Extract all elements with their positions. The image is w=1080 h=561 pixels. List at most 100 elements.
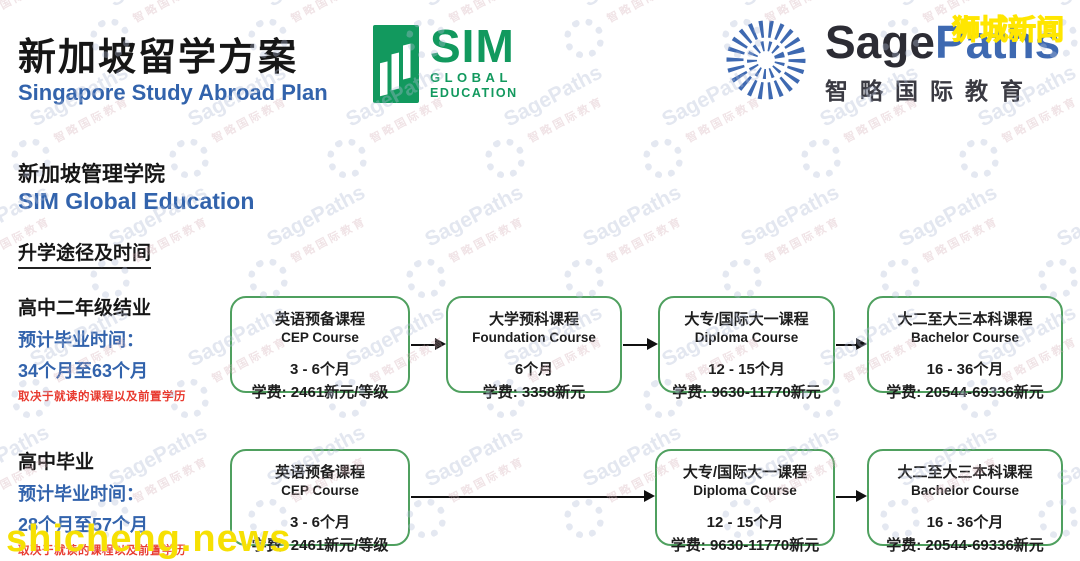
site-url-watermark: shicheng.news (6, 518, 292, 560)
page-subtitle: Singapore Study Abroad Plan (18, 80, 328, 105)
course-title-zh: 大学预科课程 (488, 311, 579, 328)
watermark-subtitle-text: 智略国际教育 (605, 0, 686, 26)
course-duration: 12 - 15个月 (706, 514, 784, 531)
sim-education-label: EDUCATION (430, 86, 518, 101)
watermark-brand-text: SagePaths (737, 180, 843, 252)
course-title-en: CEP Course (281, 483, 359, 498)
school-name-zh: 新加坡管理学院 (18, 163, 165, 186)
course-title-en: Bachelor Course (910, 330, 1020, 345)
pathway-row1-label: 高中二年级结业 预计毕业时间： 34个月至63个月 取决于就读的课程以及前置学历 (18, 293, 230, 404)
sagepaths-burst-watermark-icon (162, 131, 217, 186)
graduation-note: 取决于就读的课程以及前置学历 (18, 391, 186, 403)
watermark-subtitle-text: 智略国际教育 (289, 215, 370, 266)
course-title-zh: 英语预备课程 (274, 464, 365, 481)
sagepaths-word-sage: Sage (825, 16, 935, 68)
sagepaths-burst-watermark-icon (952, 131, 1007, 186)
sagepaths-burst-watermark-icon (794, 131, 849, 186)
course-box-foundation-row1: 大学预科课程 Foundation Course 6个月 学费: 3358新元 (446, 296, 622, 401)
graduation-note: 取决于就读的课程以及前置学历 (18, 545, 186, 557)
sagepaths-logo: SagePaths 智略国际教育 (722, 16, 1060, 109)
page-title: 新加坡留学方案 (18, 37, 299, 79)
watermark-brand-text: SagePaths (579, 0, 685, 12)
course-title-zh: 英语预备课程 (274, 311, 365, 328)
course-duration: 6个月 (514, 361, 554, 378)
course-box-diploma-row1: 大专/国际大一课程 Diploma Course 12 - 15个月 学费: 9… (658, 296, 835, 401)
course-title-zh: 大二至大三本科课程 (897, 464, 1033, 481)
course-fee: 学费: 3358新元 (482, 384, 586, 401)
course-fee: 学费: 20544-69336新元 (886, 384, 1044, 401)
sagepaths-burst-watermark-icon (636, 131, 691, 186)
pathway-row2-label: 高中毕业 预计毕业时间： 28个月至57个月 取决于就读的课程以及前置学历 (18, 447, 230, 558)
flow-arrow (623, 338, 658, 351)
course-fee: 学费: 2461新元/等级 (251, 537, 389, 554)
watermark-subtitle-text: 智略国际教育 (289, 0, 370, 26)
sagepaths-subtitle: 智略国际教育 (825, 78, 1035, 104)
course-box-bachelor-row2: 大二至大三本科课程 Bachelor Course 16 - 36个月 学费: … (867, 449, 1063, 554)
watermark-subtitle-text: 智略国际教育 (526, 95, 607, 146)
course-fee: 学费: 20544-69336新元 (886, 537, 1044, 554)
watermark-brand-text: SagePaths (421, 0, 527, 12)
sim-logo: SIM GLOBAL EDUCATION (373, 20, 518, 108)
watermark-brand-text: SagePaths (105, 0, 211, 12)
qualification-label: 高中毕业 (18, 452, 95, 473)
graduation-time-label: 预计毕业时间： (18, 330, 144, 350)
watermark-subtitle-text: 智略国际教育 (131, 0, 212, 26)
watermark-subtitle-text: 智略国际教育 (763, 215, 844, 266)
graduation-time-range: 28个月至57个月 (18, 515, 149, 535)
watermark-brand-text: SagePaths (263, 180, 369, 252)
sagepaths-wordmark: SagePaths (825, 19, 1060, 65)
course-fee: 学费: 9630-11770新元 (670, 537, 820, 554)
watermark-subtitle-text: 智略国际教育 (447, 455, 528, 506)
watermark-subtitle-text: 智略国际教育 (0, 0, 54, 26)
sagepaths-burst-watermark-icon (557, 491, 612, 546)
watermark-brand-text: SagePaths (895, 180, 1001, 252)
flow-arrow-long (411, 490, 655, 503)
course-title-zh: 大二至大三本科课程 (897, 311, 1033, 328)
course-duration: 3 - 6个月 (289, 514, 350, 531)
watermark-brand-text: SagePaths (0, 0, 53, 12)
course-box-cep-row1: 英语预备课程 CEP Course 3 - 6个月 学费: 2461新元/等级 (230, 296, 410, 401)
course-box-diploma-row2: 大专/国际大一课程 Diploma Course 12 - 15个月 学费: 9… (655, 449, 835, 554)
sagepaths-burst-watermark-icon (478, 131, 533, 186)
course-title-en: Bachelor Course (910, 483, 1020, 498)
sagepaths-burst-watermark-icon (557, 11, 612, 66)
course-box-bachelor-row1: 大二至大三本科课程 Bachelor Course 16 - 36个月 学费: … (867, 296, 1063, 401)
course-title-zh: 大专/国际大一课程 (684, 311, 809, 328)
corner-news-watermark: 狮城新闻 (951, 13, 1065, 45)
flow-arrow (836, 338, 867, 351)
course-box-cep-row2: 英语预备课程 CEP Course 3 - 6个月 学费: 2461新元/等级 (230, 449, 410, 554)
graduation-time-range: 34个月至63个月 (18, 361, 149, 381)
sagepaths-text-block: SagePaths 智略国际教育 (825, 19, 1060, 106)
sagepaths-burst-watermark-icon (399, 251, 454, 306)
course-title-zh: 大专/国际大一课程 (682, 464, 808, 481)
sim-wordmark: SIM (430, 20, 515, 72)
course-title-en: Foundation Course (472, 330, 596, 345)
course-duration: 16 - 36个月 (926, 361, 1004, 378)
graduation-time-label: 预计毕业时间： (18, 484, 144, 504)
flow-arrow (411, 338, 446, 351)
watermark-subtitle-text: 智略国际教育 (447, 215, 528, 266)
sim-logo-text: SIM GLOBAL EDUCATION (430, 20, 518, 108)
sagepaths-word-paths: Paths (934, 16, 1061, 68)
course-fee: 学费: 2461新元/等级 (251, 384, 389, 401)
watermark-subtitle-text: 智略国际教育 (921, 215, 1002, 266)
watermark-brand-text: SagePaths (421, 180, 527, 252)
course-duration: 12 - 15个月 (708, 361, 785, 378)
course-title-en: CEP Course (281, 330, 359, 345)
watermark-brand-text: SagePaths (737, 0, 843, 12)
qualification-label: 高中二年级结业 (18, 298, 152, 319)
watermark-subtitle-text: 智略国际教育 (605, 215, 686, 266)
sagepaths-burst-watermark-icon (320, 131, 375, 186)
watermark-brand-text: SagePaths (263, 0, 369, 12)
course-duration: 3 - 6个月 (289, 361, 350, 378)
watermark-brand-text: SagePaths (1053, 180, 1080, 252)
course-title-en: Diploma Course (694, 330, 799, 345)
